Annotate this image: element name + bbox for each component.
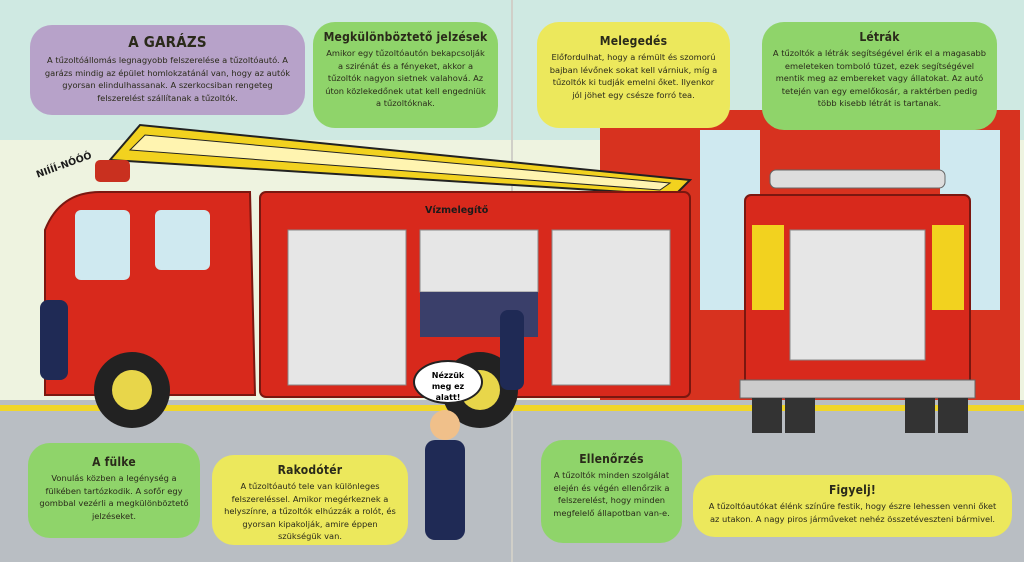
storage-title: Rakodótér <box>277 463 343 477</box>
water-heater-label: Vízmelegítő <box>425 205 489 216</box>
info-box-attention: Figyelj! A tűzoltóautókat élénk színűre … <box>693 475 1012 537</box>
warming-title: Melegedés <box>599 34 668 48</box>
check-text: A tűzoltók minden szolgálat elején és vé… <box>553 470 670 518</box>
attention-text: A tűzoltóautókat élénk színűre festik, h… <box>708 501 997 524</box>
truck-rear <box>739 169 976 433</box>
info-box-check: Ellenőrzés A tűzoltók minden szolgálat e… <box>541 440 682 543</box>
garage-title: A GARÁZS <box>128 33 207 51</box>
cab-text: Vonulás közben a legénység a fülkében ta… <box>39 473 189 521</box>
info-box-warming: Melegedés Előfordulhat, hogy a rémült és… <box>537 22 730 128</box>
ladder <box>107 123 693 197</box>
warming-text: Előfordulhat, hogy a rémült és szomorú b… <box>549 52 718 100</box>
attention-title: Figyelj! <box>828 483 877 497</box>
ladders-title: Létrák <box>859 30 900 44</box>
firefighter-figures <box>40 300 524 540</box>
signals-text: Amikor egy tűzoltóautón bekapcsolják a s… <box>325 48 486 108</box>
storage-shutters <box>287 229 671 386</box>
signals-title: Megkülönböztető jelzések <box>323 30 488 44</box>
cab-title: A fülke <box>92 455 136 469</box>
garage-text: A tűzoltóállomás legnagyobb felszerelése… <box>44 55 291 103</box>
info-box-cab: A fülke Vonulás közben a legénység a fül… <box>28 443 200 538</box>
ladders-text: A tűzoltók a létrák segítségével érik el… <box>772 48 987 108</box>
check-title: Ellenőrzés <box>579 452 644 466</box>
info-box-garage: A GARÁZS A tűzoltóállomás legnagyobb fel… <box>30 25 305 115</box>
info-box-signals: Megkülönböztető jelzések Amikor egy tűzo… <box>313 22 498 128</box>
storage-text: A tűzoltóautó tele van különleges felsze… <box>224 481 396 541</box>
speech-bubble: Nézzük meg ez alatt! <box>413 360 483 404</box>
info-box-storage: Rakodótér A tűzoltóautó tele van különle… <box>212 455 408 545</box>
info-box-ladders: Létrák A tűzoltók a létrák segítségével … <box>762 22 997 130</box>
